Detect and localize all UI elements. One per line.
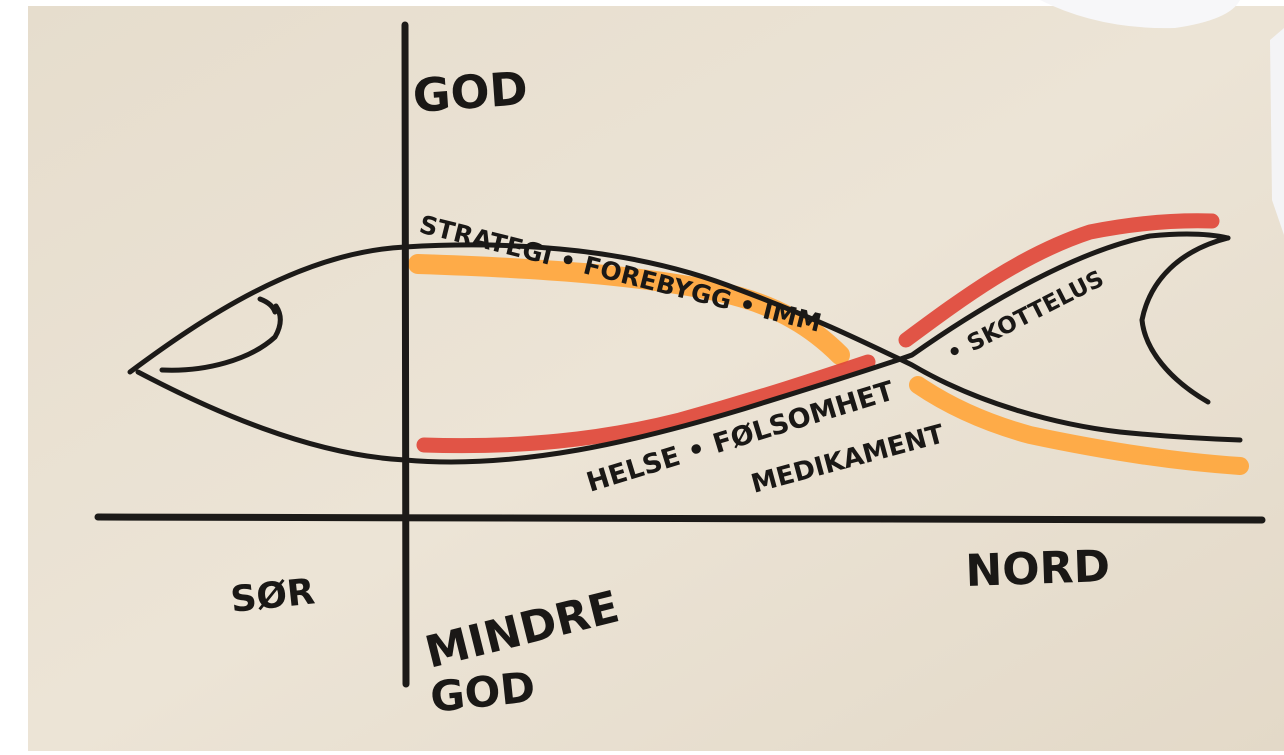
corner-shape bbox=[1040, 0, 1240, 29]
paper-sheet bbox=[28, 6, 1284, 751]
horizontal-axis bbox=[94, 513, 1266, 524]
label-nord: NORD bbox=[965, 541, 1111, 597]
orange-highlight-upper bbox=[408, 254, 850, 365]
fish-upper-body bbox=[127, 242, 1243, 443]
red-highlight-tail bbox=[898, 213, 1220, 348]
fish-eye bbox=[257, 296, 278, 315]
label-god: GOD bbox=[411, 61, 530, 123]
fish-lower-body bbox=[135, 231, 1231, 465]
vertical-axis bbox=[401, 21, 410, 688]
red-highlight-lower bbox=[416, 354, 876, 454]
fish-tail-fin bbox=[1139, 235, 1231, 405]
corner-shape bbox=[1270, 28, 1284, 235]
label-sor: SØR bbox=[229, 571, 317, 621]
orange-highlight-tail bbox=[909, 376, 1249, 475]
label-mindre-god: GOD bbox=[428, 662, 538, 722]
fish-mouth bbox=[159, 303, 283, 373]
